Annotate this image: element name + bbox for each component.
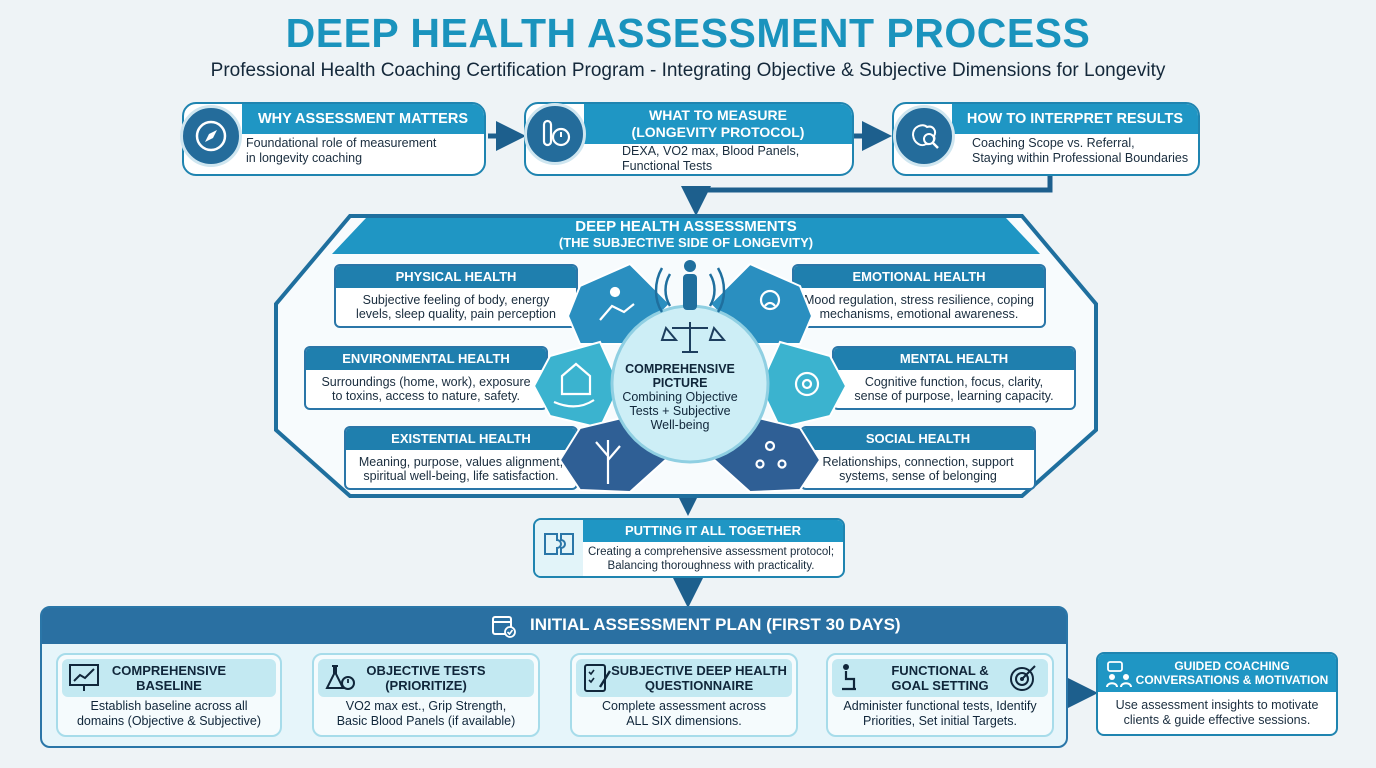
domain-body: Meaning, purpose, values alignment,spiri… [358,455,564,483]
plan-step-body: VO2 max est., Grip Strength,Basic Blood … [336,699,516,728]
squat-target-icon [842,664,856,691]
domain-body: Cognitive function, focus, clarity,sense… [854,375,1054,403]
house-icon [560,362,592,396]
page-title: DEEP HEALTH ASSESSMENT PROCESS [285,10,1091,56]
compass-icon [180,105,242,167]
chart-board-icon [69,664,99,691]
people-chat-icon [1106,661,1132,688]
domain-body: Mood regulation, stress resilience, copi… [804,293,1034,321]
comprehensive-picture: COMPREHENSIVE PICTURE Combining Objectiv… [610,362,750,432]
flask-stopwatch-icon [325,665,355,690]
deep-health-header: DEEP HEALTH ASSESSMENTS (THE SUBJECTIVE … [332,219,1040,251]
tree-icon [595,440,621,484]
domain-physical: PHYSICAL HEALTH Subjective feeling of bo… [334,264,578,328]
center-body-3: Well-being [650,418,710,432]
domain-title: MENTAL HEALTH [834,348,1074,370]
domain-existential: EXISTENTIAL HEALTH Meaning, purpose, val… [344,426,578,490]
domain-environmental: ENVIRONMENTAL HEALTH Surroundings (home,… [304,346,548,410]
target-icon [1010,665,1036,691]
person-waves-icon [654,260,726,313]
step-title: HOW TO INTERPRET RESULTS [952,104,1198,134]
test-tube-stopwatch-icon [524,103,586,165]
step-how-to-interpret: HOW TO INTERPRET RESULTS Coaching Scope … [892,102,1200,176]
scales-icon [660,322,727,353]
center-title: COMPREHENSIVE [625,362,735,376]
center-body-2: Tests + Subjective [629,404,731,418]
domain-emotional: EMOTIONAL HEALTH Mood regulation, stress… [792,264,1046,328]
together-body: Creating a comprehensive assessment prot… [587,546,835,572]
environmental-hex [532,340,622,430]
guided-header [1098,654,1336,692]
domain-title: EMOTIONAL HEALTH [794,266,1044,288]
step-title: WHAT TO MEASURE(LONGEVITY PROTOCOL) [584,104,852,144]
checklist-pen-icon [584,664,612,692]
runner-icon [609,286,621,298]
deep-health-subtitle: (THE SUBJECTIVE SIDE OF LONGEVITY) [558,235,814,250]
people-network-icon [764,440,776,452]
domain-title: EXISTENTIAL HEALTH [346,428,576,450]
puzzle-icon [535,520,583,576]
domain-title: ENVIRONMENTAL HEALTH [306,348,546,370]
plan-step-title: OBJECTIVE TESTS(PRIORITIZE) [318,659,534,697]
deep-health-title: DEEP HEALTH ASSESSMENTS [575,218,797,235]
brain-gear-icon [794,371,820,397]
plan-step-objective: OBJECTIVE TESTS(PRIORITIZE) VO2 max est.… [312,653,540,737]
page-subtitle: Professional Health Coaching Certificati… [210,60,1166,81]
step-body: Coaching Scope vs. Referral,Staying with… [972,136,1189,165]
center-title-2: PICTURE [652,376,708,390]
step-body: DEXA, VO2 max, Blood Panels,Functional T… [622,144,800,173]
plan-step-functional: FUNCTIONAL &GOAL SETTING Administer func… [826,653,1054,737]
domain-title: SOCIAL HEALTH [802,428,1034,450]
putting-together: PUTTING IT ALL TOGETHER Creating a compr… [533,518,845,578]
plan-header [42,608,1066,644]
sad-face-icon [759,289,781,311]
step-title: WHY ASSESSMENT MATTERS [242,104,484,134]
calendar-check-icon [490,612,516,638]
domain-mental: MENTAL HEALTH Cognitive function, focus,… [832,346,1076,410]
health-wheel [532,260,848,494]
plan-title: INITIAL ASSESSMENT PLAN (FIRST 30 DAYS) [530,615,901,634]
brain-magnifier-icon [893,105,955,167]
domain-title: PHYSICAL HEALTH [336,266,576,288]
together-title: PUTTING IT ALL TOGETHER [583,520,843,542]
center-body: Combining Objective [622,390,738,404]
domain-social: SOCIAL HEALTH Relationships, connection,… [800,426,1036,490]
